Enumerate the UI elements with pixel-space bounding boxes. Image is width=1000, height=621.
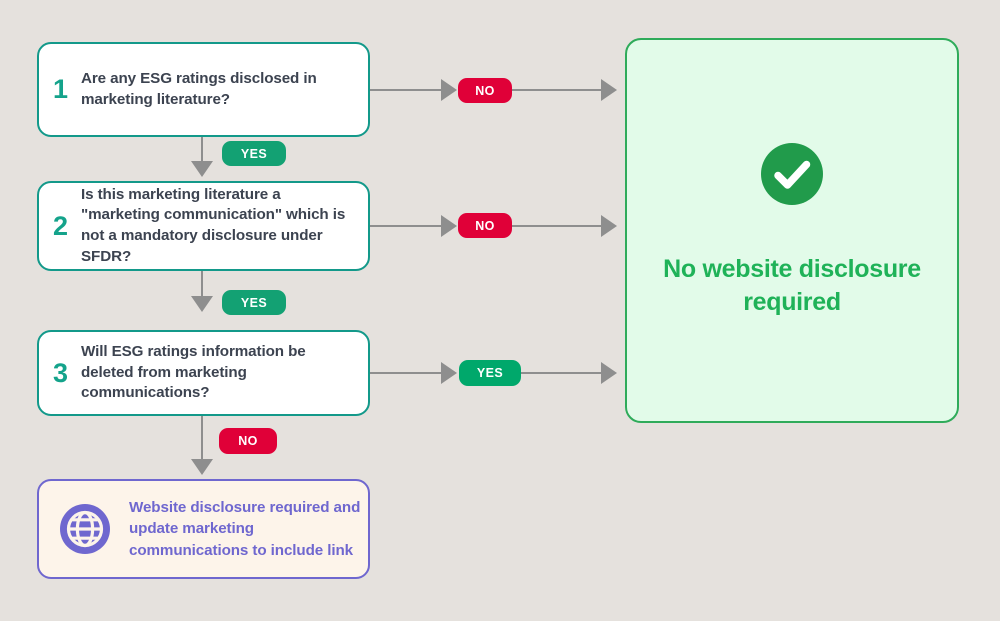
branch-label-q1-no: NO (458, 78, 512, 103)
connector-yes3-to-panel (521, 372, 603, 374)
question-number-3: 3 (53, 357, 68, 388)
branch-label-q3-yes: YES (459, 360, 521, 386)
question-number-2: 2 (53, 210, 68, 241)
question-box-2[interactable]: 2 Is this marketing literature a "market… (37, 181, 370, 271)
result-title: No website disclosure required (663, 255, 921, 316)
connector-q2-to-no (370, 225, 445, 227)
arrowhead-yes3-panel (601, 362, 617, 384)
arrowhead-q3-yes (441, 362, 457, 384)
branch-label-q2-no: NO (458, 213, 512, 238)
connector-q1-to-q2 (201, 137, 203, 163)
outcome-text: Website disclosure required and update m… (129, 498, 361, 559)
question-number-1: 1 (53, 74, 68, 104)
arrowhead-q1-no (441, 79, 457, 101)
branch-label-q3-no: NO (219, 428, 277, 454)
globe-icon (59, 503, 111, 555)
connector-q3-to-yes (370, 372, 446, 374)
arrowhead-no1-panel (601, 79, 617, 101)
connector-q2-to-q3 (201, 271, 203, 298)
result-panel-no-disclosure[interactable]: No website disclosure required (625, 38, 959, 423)
arrowhead-q2-q3 (191, 296, 213, 312)
question-box-3[interactable]: 3 Will ESG ratings information be delete… (37, 330, 370, 416)
arrowhead-q1-q2 (191, 161, 213, 177)
arrowhead-q3-outcome (191, 459, 213, 475)
connector-q3-to-outcome (201, 416, 203, 462)
arrowhead-no2-panel (601, 215, 617, 237)
question-box-1[interactable]: 1 Are any ESG ratings disclosed in marke… (37, 42, 370, 137)
connector-no1-to-panel (512, 89, 603, 91)
check-circle-icon (761, 143, 823, 205)
arrowhead-q2-no (441, 215, 457, 237)
connector-no2-to-panel (512, 225, 603, 227)
branch-label-q2-yes: YES (222, 290, 286, 315)
question-text-1: Are any ESG ratings disclosed in marketi… (81, 69, 317, 108)
branch-label-q1-yes: YES (222, 141, 286, 166)
connector-q1-to-no (370, 89, 445, 91)
question-text-2: Is this marketing literature a "marketin… (81, 185, 346, 265)
outcome-box-website-disclosure[interactable]: Website disclosure required and update m… (37, 479, 370, 579)
question-text-3: Will ESG ratings information be deleted … (81, 342, 306, 402)
